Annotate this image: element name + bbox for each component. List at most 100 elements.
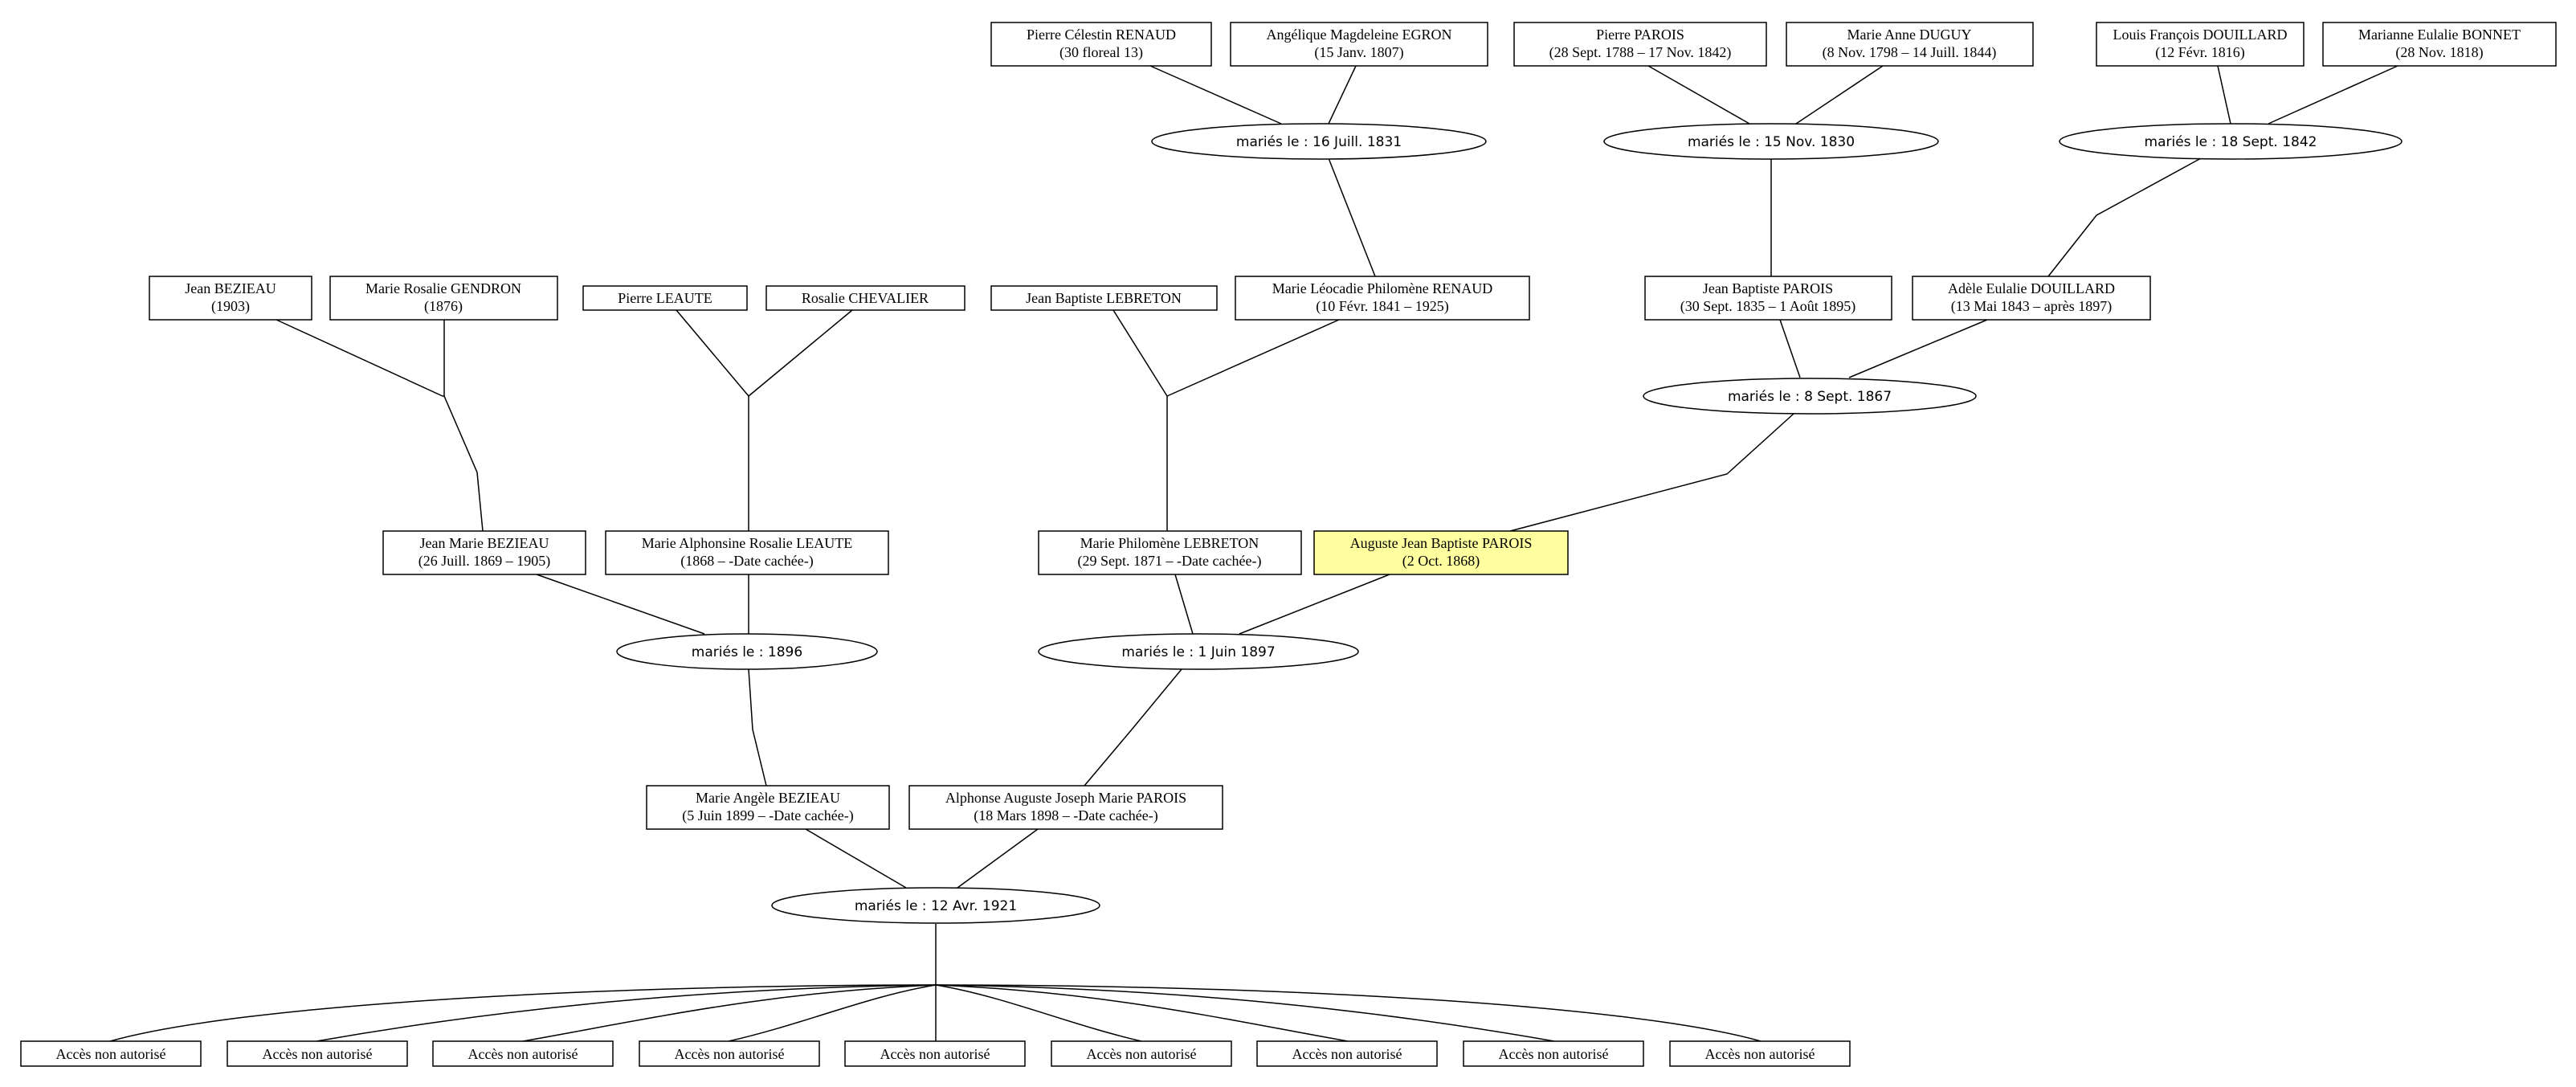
marriage-node[interactable]: mariés le : 8 Sept. 1867 bbox=[1643, 378, 1977, 415]
marriage-label: mariés le : 16 Juill. 1831 bbox=[1236, 134, 1402, 150]
child-node[interactable]: Accès non autorisé bbox=[20, 1040, 202, 1067]
person-node[interactable]: Jean Marie BEZIEAU (26 Juill. 1869 – 190… bbox=[382, 530, 586, 575]
person-name: Jean Marie BEZIEAU bbox=[420, 535, 549, 551]
edge bbox=[1239, 574, 1390, 635]
marriage-ellipse bbox=[2059, 123, 2402, 160]
edge bbox=[805, 828, 907, 889]
edge bbox=[935, 984, 1762, 1042]
edge bbox=[935, 984, 1349, 1042]
person-name: Jean Baptiste LEBRETON bbox=[1026, 290, 1182, 306]
person-node[interactable]: Marie Philomène LEBRETON (29 Sept. 1871 … bbox=[1038, 530, 1302, 575]
person-name: Marie Alphonsine Rosalie LEAUTE bbox=[642, 535, 852, 551]
child-node[interactable]: Accès non autorisé bbox=[1669, 1040, 1851, 1067]
person-node[interactable]: Marie Angèle BEZIEAU (5 Juin 1899 – -Dat… bbox=[646, 785, 890, 830]
person-node[interactable]: Pierre Célestin RENAUD (30 floreal 13) bbox=[990, 22, 1212, 67]
person-node[interactable]: Marianne Eulalie BONNET (28 Nov. 1818) bbox=[2322, 22, 2557, 67]
person-box bbox=[1313, 530, 1569, 575]
person-box bbox=[1051, 1040, 1232, 1067]
person-node[interactable]: Alphonse Auguste Joseph Marie PAROIS (18… bbox=[908, 785, 1223, 830]
person-name: Pierre Célestin RENAUD bbox=[1027, 27, 1176, 43]
child-node[interactable]: Accès non autorisé bbox=[1463, 1040, 1644, 1067]
person-dates: (12 Févr. 1816) bbox=[2155, 44, 2245, 61]
person-dates: (13 Mai 1843 – après 1897) bbox=[1951, 298, 2112, 315]
marriage-node[interactable]: mariés le : 1 Juin 1897 bbox=[1038, 633, 1359, 670]
person-node[interactable]: Marie Anne DUGUY (8 Nov. 1798 – 14 Juill… bbox=[1786, 22, 2034, 67]
marriage-ellipse bbox=[1603, 123, 1939, 160]
edge bbox=[1848, 319, 1988, 378]
person-name: Marie Anne DUGUY bbox=[1847, 27, 1972, 43]
person-name: Marie Léocadie Philomène RENAUD bbox=[1272, 280, 1492, 296]
person-box bbox=[2322, 22, 2557, 67]
person-name: Accès non autorisé bbox=[56, 1046, 166, 1062]
child-node[interactable]: Accès non autorisé bbox=[639, 1040, 820, 1067]
person-name: Marianne Eulalie BONNET bbox=[2358, 27, 2521, 43]
person-name: Accès non autorisé bbox=[675, 1046, 785, 1062]
person-box bbox=[20, 1040, 202, 1067]
person-node[interactable]: Jean Baptiste LEBRETON bbox=[990, 285, 1218, 311]
person-node-selected[interactable]: Auguste Jean Baptiste PAROIS (2 Oct. 186… bbox=[1313, 530, 1569, 575]
person-node[interactable]: Louis François DOUILLARD (12 Févr. 1816) bbox=[2096, 22, 2305, 67]
person-node[interactable]: Pierre PAROIS (28 Sept. 1788 – 17 Nov. 1… bbox=[1513, 22, 1767, 67]
person-node[interactable]: Rosalie CHEVALIER bbox=[765, 285, 965, 311]
person-dates: (30 Sept. 1835 – 1 Août 1895) bbox=[1680, 298, 1856, 315]
person-box bbox=[908, 785, 1223, 830]
marriage-node[interactable]: mariés le : 16 Juill. 1831 bbox=[1151, 123, 1487, 160]
edge bbox=[935, 984, 1555, 1042]
person-node[interactable]: Marie Léocadie Philomène RENAUD (10 Févr… bbox=[1235, 276, 1530, 321]
marriage-node[interactable]: mariés le : 12 Avr. 1921 bbox=[771, 887, 1100, 924]
person-box bbox=[1644, 276, 1892, 321]
edge bbox=[1779, 319, 1801, 378]
marriage-ellipse bbox=[1643, 378, 1977, 415]
child-node[interactable]: Accès non autorisé bbox=[1051, 1040, 1232, 1067]
person-node[interactable]: Angélique Magdeleine EGRON (15 Janv. 180… bbox=[1230, 22, 1488, 67]
edge bbox=[1112, 309, 1168, 397]
marriage-label: mariés le : 1896 bbox=[692, 644, 802, 660]
person-box bbox=[765, 285, 965, 311]
marriage-label: mariés le : 8 Sept. 1867 bbox=[1728, 389, 1892, 405]
child-node[interactable]: Accès non autorisé bbox=[227, 1040, 408, 1067]
person-name: Jean BEZIEAU bbox=[185, 280, 276, 296]
person-node[interactable]: Pierre LEAUTE bbox=[582, 285, 748, 311]
child-node[interactable]: Accès non autorisé bbox=[1256, 1040, 1438, 1067]
person-node[interactable]: Adèle Eulalie DOUILLARD (13 Mai 1843 – a… bbox=[1912, 276, 2151, 321]
edge bbox=[1328, 65, 1357, 125]
person-node[interactable]: Jean BEZIEAU (1903) bbox=[149, 276, 312, 321]
marriage-node[interactable]: mariés le : 18 Sept. 1842 bbox=[2059, 123, 2402, 160]
marriage-ellipse bbox=[1151, 123, 1487, 160]
person-box bbox=[227, 1040, 408, 1067]
person-dates: (1903) bbox=[211, 298, 250, 315]
marriage-ellipse bbox=[616, 633, 878, 670]
person-box bbox=[149, 276, 312, 321]
marriage-label: mariés le : 18 Sept. 1842 bbox=[2145, 134, 2317, 150]
person-node[interactable]: Marie Rosalie GENDRON (1876) bbox=[329, 276, 558, 321]
marriage-label: mariés le : 15 Nov. 1830 bbox=[1688, 134, 1855, 150]
marriage-node[interactable]: mariés le : 15 Nov. 1830 bbox=[1603, 123, 1939, 160]
edge bbox=[522, 984, 937, 1042]
person-name: Accès non autorisé bbox=[263, 1046, 373, 1062]
person-dates: (1868 – -Date cachée-) bbox=[680, 553, 813, 570]
person-name: Auguste Jean Baptiste PAROIS bbox=[1350, 535, 1533, 551]
person-name: Pierre PAROIS bbox=[1596, 27, 1684, 43]
person-box bbox=[1230, 22, 1488, 67]
person-box bbox=[432, 1040, 614, 1067]
person-name: Marie Philomène LEBRETON bbox=[1080, 535, 1259, 551]
person-name: Marie Rosalie GENDRON bbox=[365, 280, 521, 296]
person-node[interactable]: Jean Baptiste PAROIS (30 Sept. 1835 – 1 … bbox=[1644, 276, 1892, 321]
person-box bbox=[1669, 1040, 1851, 1067]
edge bbox=[109, 984, 937, 1042]
person-dates: (1876) bbox=[424, 298, 463, 315]
person-node[interactable]: Marie Alphonsine Rosalie LEAUTE (1868 – … bbox=[605, 530, 889, 575]
person-name: Adèle Eulalie DOUILLARD bbox=[1948, 280, 2115, 296]
child-node[interactable]: Accès non autorisé bbox=[432, 1040, 614, 1067]
child-node[interactable]: Accès non autorisé bbox=[844, 1040, 1026, 1067]
person-name: Marie Angèle BEZIEAU bbox=[696, 790, 840, 806]
person-dates: (26 Juill. 1869 – 1905) bbox=[418, 553, 551, 570]
person-dates: (28 Nov. 1818) bbox=[2395, 44, 2483, 61]
person-name: Pierre LEAUTE bbox=[618, 290, 712, 306]
person-name: Accès non autorisé bbox=[1499, 1046, 1609, 1062]
person-name: Accès non autorisé bbox=[1087, 1046, 1197, 1062]
person-box bbox=[382, 530, 586, 575]
edge bbox=[935, 984, 1142, 1042]
marriage-node[interactable]: mariés le : 1896 bbox=[616, 633, 878, 670]
person-box bbox=[605, 530, 889, 575]
